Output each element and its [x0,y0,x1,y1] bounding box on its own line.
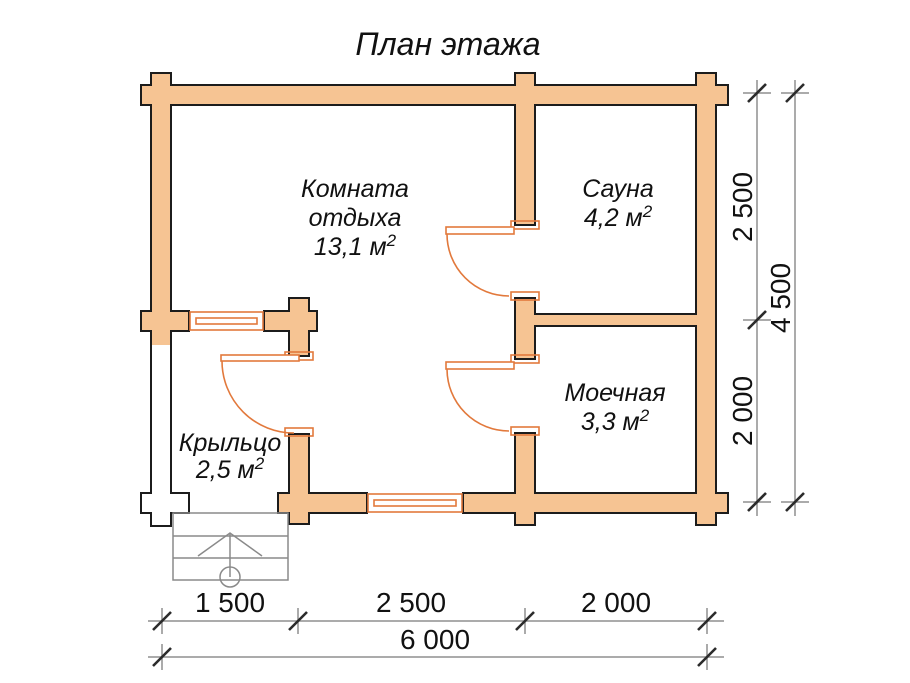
window-porch [189,311,264,331]
door-swing-arc [221,360,295,434]
room-area: 4,2 м2 [584,202,653,232]
dim-tick [515,611,535,631]
wall-fills [142,74,727,524]
dimension-labels: 1 500 2 500 2 000 6 000 2 500 2 000 4 50… [195,172,796,655]
dim-bottom-1500: 1 500 [195,587,265,618]
dim-bottom-2500: 2 500 [376,587,446,618]
dim-tick [152,611,172,631]
dim-tick [697,647,717,667]
room-name-line1: Крыльцо [179,429,282,457]
door-leaf [445,226,515,235]
dim-right-2500: 2 500 [727,172,758,242]
dim-tick [697,611,717,631]
door-swing-arc [446,368,510,432]
dim-bottom-6000: 6 000 [400,624,470,655]
door-jamb [510,426,540,436]
page-title: План этажа [355,26,540,62]
entrance-steps [172,512,289,588]
door-jamb [510,291,540,301]
door-jamb [510,220,540,230]
doors [220,220,540,437]
room-name-line2: отдыха [309,204,402,232]
room-label-rest-room: Комната отдыха 13,1 м2 [301,175,409,261]
dim-tick [288,611,308,631]
room-label-porch: Крыльцо 2,5 м2 [179,429,282,484]
steps-up-arrow-icon [197,532,263,557]
door-jamb [510,354,540,364]
room-area: 13,1 м2 [314,231,397,261]
room-area: 2,5 м2 [195,454,265,484]
door-leaf [220,354,300,362]
steps-outline [172,512,289,581]
room-area: 3,3 м2 [581,406,650,436]
dim-tick [785,492,805,512]
dim-bottom-2000: 2 000 [581,587,651,618]
log-joint-bottom-left-fill [142,494,188,512]
window-bottom [367,493,463,513]
porch-white-walls [142,345,188,525]
door-swing-arc [446,233,510,297]
room-label-sauna: Сауна 4,2 м2 [582,175,654,232]
windows [189,311,463,513]
room-label-washroom: Моечная 3,3 м2 [564,379,665,436]
room-name-line1: Сауна [582,175,654,203]
dim-tick [785,83,805,103]
door-washroom [445,354,540,436]
room-name-line1: Моечная [564,379,665,407]
dim-right-2000: 2 000 [727,376,758,446]
room-name-line1: Комната [301,175,409,203]
door-sauna [445,220,540,301]
dimension-lines [148,80,809,670]
dim-tick [747,310,767,330]
door-porch [220,351,314,437]
dim-right-4500: 4 500 [765,263,796,333]
wall-left-porch-section [152,345,170,525]
dim-tick [747,83,767,103]
dim-tick [152,647,172,667]
door-leaf [445,361,515,370]
steps-start-circle [219,566,241,588]
dim-tick [747,492,767,512]
